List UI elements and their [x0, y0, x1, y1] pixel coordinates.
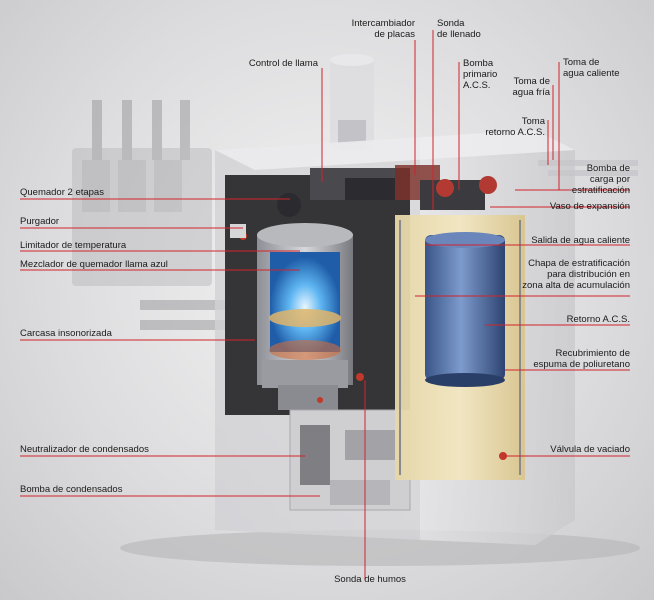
- pipe-manifold: [72, 100, 230, 330]
- label-valvula: Válvula de vaciado: [550, 444, 630, 455]
- label-retorno-acs: Retorno A.C.S.: [566, 314, 630, 325]
- label-carcasa: Carcasa insonorizada: [20, 328, 112, 339]
- label-limitador: Limitador de temperatura: [20, 240, 127, 251]
- label-bomba-condensados: Bomba de condensados: [20, 484, 123, 495]
- blue-flame: [270, 252, 340, 352]
- label-salida-agua: Salida de agua caliente: [531, 235, 630, 246]
- label-quemador: Quemador 2 etapas: [20, 187, 104, 198]
- label-vaso-expansion: Vaso de expansión: [549, 201, 630, 212]
- label-mezclador: Mezclador de quemador llama azul: [20, 259, 168, 270]
- label-neutralizador: Neutralizador de condensados: [20, 444, 149, 455]
- leader-lines: [20, 30, 630, 580]
- label-purgador: Purgador: [20, 216, 60, 227]
- label-control-llama: Control de llama: [248, 58, 318, 69]
- water-tank: [425, 235, 505, 380]
- label-sonda-humos: Sonda de humos: [334, 574, 406, 585]
